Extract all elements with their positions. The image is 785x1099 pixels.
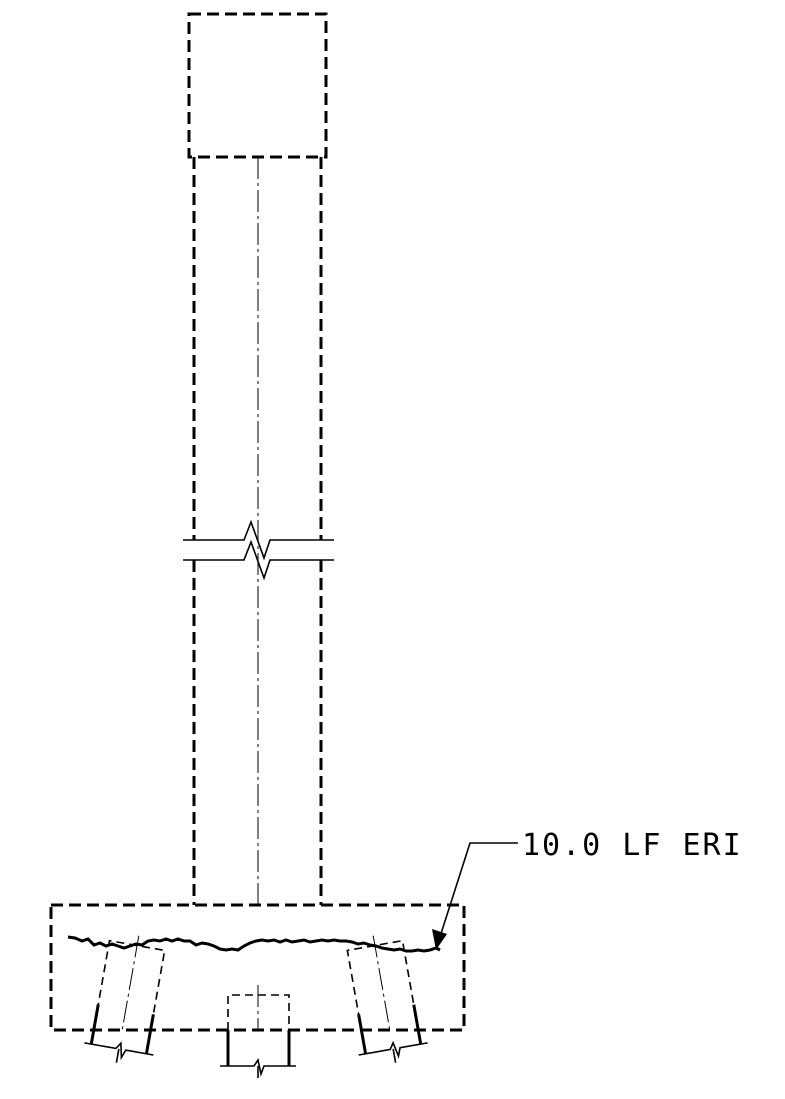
top-structure-box <box>187 12 328 159</box>
leader-arrowhead <box>432 929 447 950</box>
callout-leader <box>437 842 518 944</box>
left-pipe-stub <box>84 935 166 1063</box>
right-pipe-stub <box>346 935 428 1063</box>
break-line-upper <box>183 519 334 561</box>
middle-pipe-stub <box>220 985 296 1078</box>
callout-label: 10.0 LF ERI <box>522 828 743 863</box>
break-line-lower <box>183 539 334 581</box>
